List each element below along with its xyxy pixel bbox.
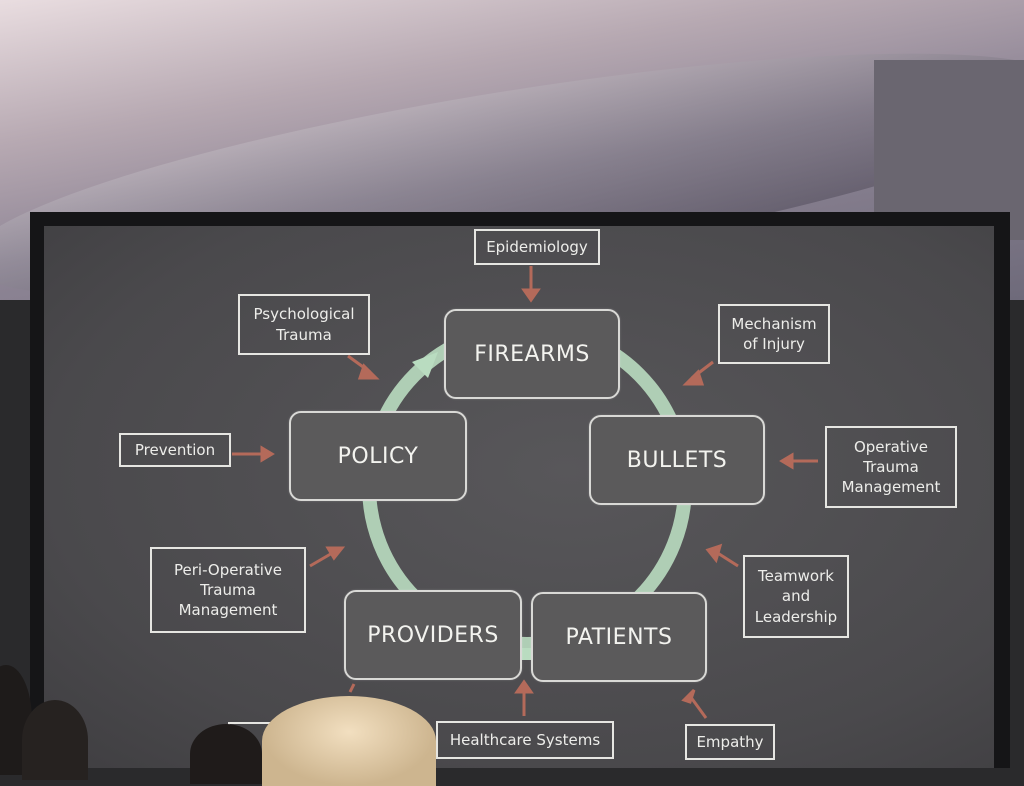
tag-label: Mechanism of Injury	[731, 314, 817, 353]
tag-peri-operative-trauma-management: Peri-Operative Trauma Management	[150, 547, 306, 633]
audience-head	[190, 724, 262, 784]
tag-teamwork-and-leadership: Teamwork and Leadership	[743, 555, 849, 638]
tag-epidemiology: Epidemiology	[474, 229, 600, 265]
tag-label: Operative Trauma Management	[841, 437, 941, 497]
tag-label: Healthcare Systems	[449, 730, 601, 749]
node-firearms: FIREARMS	[444, 309, 620, 399]
back-wall	[874, 60, 1024, 240]
tag-label: Prevention	[134, 440, 216, 459]
arrow-perioperative	[309, 550, 335, 568]
tag-psychological-trauma: Psychological Trauma	[238, 294, 370, 355]
tag-label: Empathy	[696, 732, 764, 751]
tag-label: Teamwork and Leadership	[754, 567, 838, 626]
tag-arrows	[232, 266, 818, 719]
tag-label: Peri-Operative Trauma Management	[174, 560, 282, 620]
arrow-teamwork	[715, 550, 739, 568]
tag-prevention: Prevention	[119, 433, 231, 467]
cycle-arrowhead	[412, 352, 438, 378]
node-providers: PROVIDERS	[344, 590, 522, 680]
node-patients: PATIENTS	[531, 592, 707, 682]
audience-head	[22, 700, 88, 780]
arrow-bottom-left	[348, 683, 356, 693]
arrow-empathy	[688, 695, 708, 719]
tag-mechanism-of-injury: Mechanism of Injury	[718, 304, 830, 364]
tag-empathy: Empathy	[685, 724, 775, 760]
tag-operative-trauma-management: Operative Trauma Management	[825, 426, 957, 508]
audience-head	[262, 696, 436, 786]
node-bullets: BULLETS	[589, 415, 765, 505]
node-policy: POLICY	[289, 411, 467, 501]
tag-label: Epidemiology	[486, 237, 588, 256]
tag-label: Psychological Trauma	[253, 305, 355, 344]
tag-healthcare-systems: Healthcare Systems	[436, 721, 614, 759]
